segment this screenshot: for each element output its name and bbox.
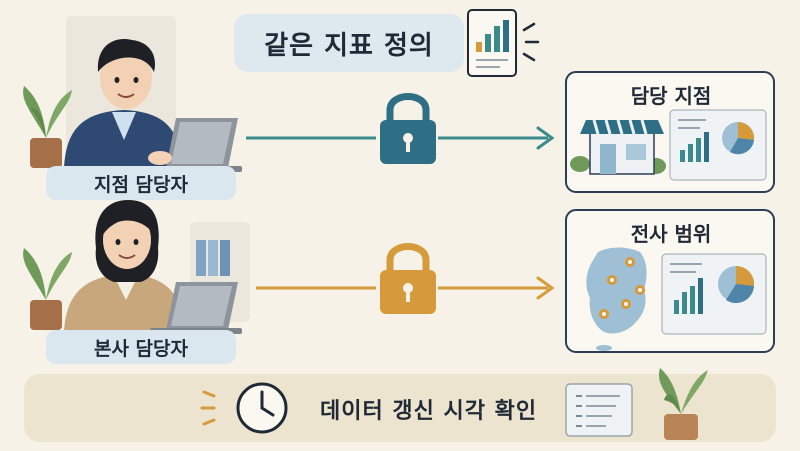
document-icon — [565, 383, 633, 437]
arrow-right-icon — [536, 276, 555, 300]
location-pin-icon — [599, 257, 645, 319]
page-title: 같은 지표 정의 — [234, 14, 464, 72]
pie-chart-icon — [722, 121, 755, 155]
report-chart-icon — [467, 9, 540, 77]
footer-label: 데이터 갱신 시각 확인 — [320, 399, 538, 424]
arrow-right-icon — [536, 126, 555, 150]
panel-title-branch-scope: 담당 지점 — [630, 84, 712, 108]
potted-plant-icon — [658, 368, 708, 440]
role-label-hq: 본사 담당자 — [46, 330, 236, 364]
potted-plant-icon — [23, 248, 72, 330]
store-icon — [570, 119, 666, 175]
hq-worker-illustration — [23, 200, 242, 334]
pie-chart-icon — [718, 265, 755, 304]
laptop-icon — [150, 282, 242, 334]
bar-chart-icon — [674, 278, 703, 314]
padlock-icon — [380, 93, 436, 164]
branch-worker-illustration — [23, 39, 242, 172]
potted-plant-icon — [23, 86, 72, 168]
bar-chart-icon — [680, 132, 709, 162]
panel-title-company-scope: 전사 범위 — [630, 222, 712, 246]
clock-icon — [200, 382, 288, 434]
role-label-branch: 지점 담당자 — [46, 166, 236, 200]
padlock-icon — [380, 243, 436, 314]
